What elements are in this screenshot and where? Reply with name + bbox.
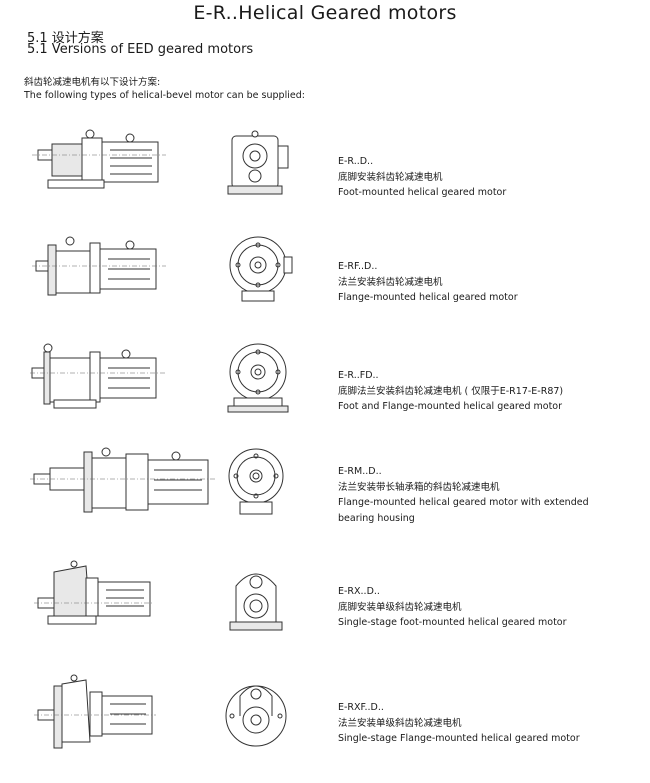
type-code: E-R..D.. xyxy=(338,156,374,167)
page-title: E-R..Helical Geared motors xyxy=(193,2,457,24)
version-text: E-RXF..D.. 法兰安装单级斜齿轮减速电机 Single-stage Fl… xyxy=(338,700,580,747)
type-code: E-RF..D.. xyxy=(338,261,378,272)
type-desc-cn: 底脚安装斜齿轮减速电机 xyxy=(338,171,443,183)
version-e-rx-d: E-RX..D.. 底脚安装单级斜齿轮减速电机 Single-stage foo… xyxy=(0,560,650,675)
intro-cn: 斜齿轮减速电机有以下设计方案: xyxy=(24,77,161,88)
type-desc-cn: 底脚法兰安装斜齿轮减速电机 ( 仅限于E-R17-E-R87) xyxy=(338,385,564,397)
version-e-rf-d: E-RF..D.. 法兰安装斜齿轮减速电机 Flange-mounted hel… xyxy=(0,233,650,348)
version-e-rm-d: E-RM..D.. 法兰安装带长轴承箱的斜齿轮减速电机 Flange-mount… xyxy=(0,444,650,559)
type-code: E-RX..D.. xyxy=(338,586,380,597)
type-desc-cn: 法兰安装单级斜齿轮减速电机 xyxy=(338,717,462,729)
type-code: E-RM..D.. xyxy=(338,466,382,477)
intro-en: The following types of helical-bevel mot… xyxy=(24,90,305,101)
version-text: E-RX..D.. 底脚安装单级斜齿轮减速电机 Single-stage foo… xyxy=(338,584,567,631)
type-code: E-R..FD.. xyxy=(338,370,379,381)
version-e-r-d: E-R..D.. 底脚安装斜齿轮减速电机 Foot-mounted helica… xyxy=(0,128,650,243)
section-heading-cn: 5.1 设计方案 xyxy=(27,31,104,46)
version-e-rxf-d: E-RXF..D.. 法兰安装单级斜齿轮减速电机 Single-stage Fl… xyxy=(0,668,650,783)
side-view-drawing xyxy=(34,674,156,749)
side-view-drawing xyxy=(30,447,216,513)
front-view-drawing xyxy=(225,685,287,747)
side-view-drawing xyxy=(34,560,154,625)
type-desc-cn: 法兰安装带长轴承箱的斜齿轮减速电机 xyxy=(338,481,500,493)
version-text: E-RF..D.. 法兰安装斜齿轮减速电机 Flange-mounted hel… xyxy=(338,259,518,306)
side-view-drawing xyxy=(30,343,166,409)
version-text: E-RM..D.. 法兰安装带长轴承箱的斜齿轮减速电机 Flange-mount… xyxy=(338,464,589,526)
type-desc-cn: 底脚安装单级斜齿轮减速电机 xyxy=(338,601,462,613)
type-desc-en: Foot and Flange-mounted helical geared m… xyxy=(338,401,563,412)
type-desc-cn: 法兰安装斜齿轮减速电机 xyxy=(338,276,443,288)
front-view-drawing xyxy=(229,236,293,302)
type-desc-en-cont: bearing housing xyxy=(338,512,415,524)
side-view-drawing xyxy=(32,236,166,296)
type-desc-en: Flange-mounted helical geared motor xyxy=(338,292,518,303)
version-e-r-fd: E-R..FD.. 底脚法兰安装斜齿轮减速电机 ( 仅限于E-R17-E-R87… xyxy=(0,342,650,457)
version-text: E-R..FD.. 底脚法兰安装斜齿轮减速电机 ( 仅限于E-R17-E-R87… xyxy=(338,368,563,415)
section-heading-en: 5.1 Versions of EED geared motors xyxy=(27,42,254,57)
front-view-drawing xyxy=(229,573,283,631)
side-view-drawing xyxy=(32,129,166,189)
front-view-drawing xyxy=(228,448,284,515)
front-view-drawing xyxy=(227,343,289,413)
version-text: E-R..D.. 底脚安装斜齿轮减速电机 Foot-mounted helica… xyxy=(338,154,506,201)
type-desc-en: Single-stage Flange-mounted helical gear… xyxy=(338,733,580,744)
front-view-drawing xyxy=(227,130,289,195)
type-desc-en: Flange-mounted helical geared motor with… xyxy=(338,497,589,508)
type-desc-en: Foot-mounted helical geared motor xyxy=(338,187,507,198)
type-code: E-RXF..D.. xyxy=(338,702,384,713)
type-desc-en: Single-stage foot-mounted helical geared… xyxy=(338,617,567,628)
